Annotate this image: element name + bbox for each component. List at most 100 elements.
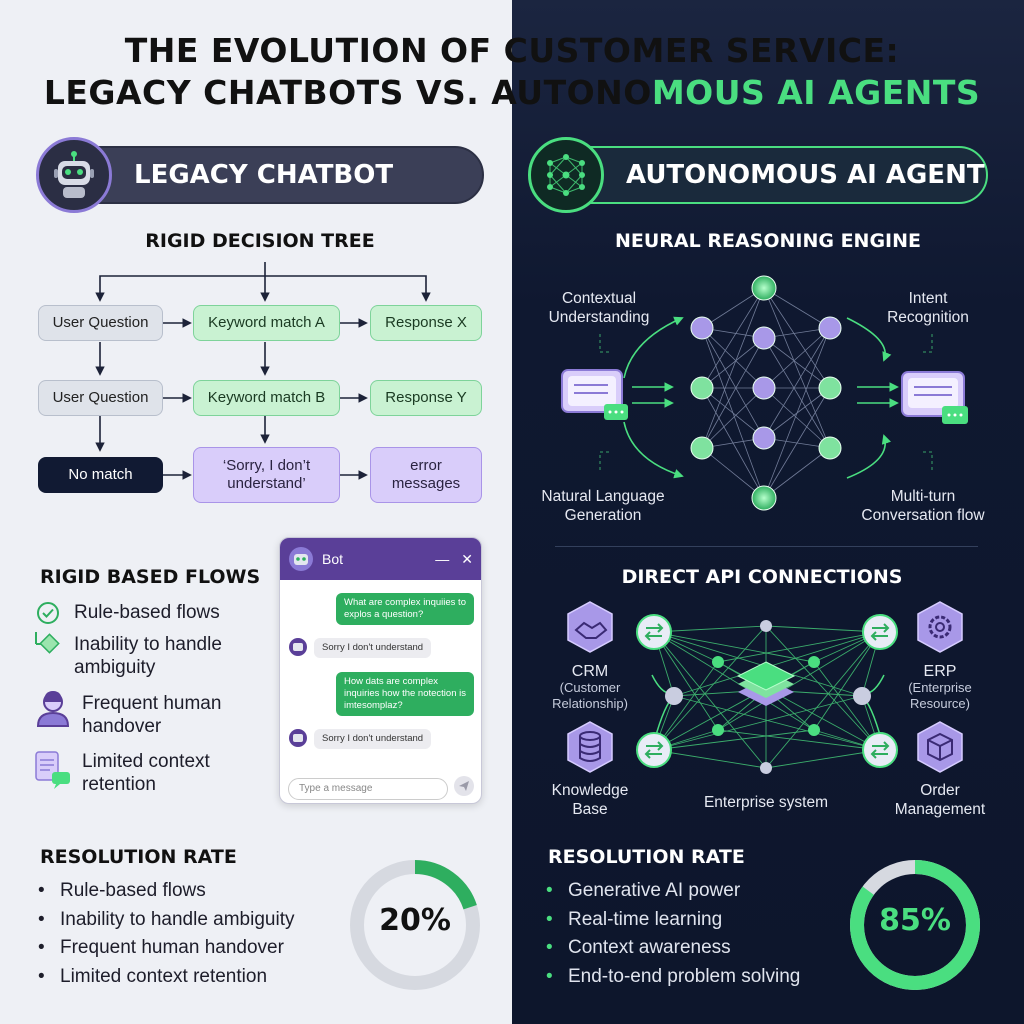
tree-node-no-match: No match (38, 457, 163, 493)
label-nlg: Natural Language Generation (541, 488, 665, 524)
title-line-2b: MOUS AI AGENTS (651, 73, 981, 112)
right-resolution-title: RESOLUTION RATE (548, 846, 745, 868)
api-hub-node (760, 762, 772, 774)
swap-arrows-icon (636, 614, 672, 650)
decision-tree-connectors (95, 262, 431, 480)
api-crm-label: CRM (571, 663, 609, 680)
right-bullet-1: Generative AI power (546, 877, 800, 906)
send-icon[interactable] (454, 776, 474, 796)
api-connections-title: DIRECT API CONNECTIONS (621, 566, 903, 588)
api-crm-sub: (Customer Relationship) (552, 680, 628, 711)
ai-agent-header: AUTONOMOUS AI AGENT (528, 137, 988, 213)
database-icon (567, 721, 613, 773)
left-bullet-1: Rule-based flows (38, 877, 294, 906)
bot-reply-2: Sorry I don't understand (314, 729, 432, 749)
decision-tree-title: RIGID DECISION TREE (145, 230, 375, 252)
title-line-1: THE EVOLUTION OF CUSTOMER SERVICE: (124, 31, 900, 70)
robot-icon (36, 137, 112, 213)
chat-message-input[interactable]: Type a message (288, 778, 448, 800)
ai-agent-title: AUTONOMOUS AI AGENT (626, 160, 985, 190)
neural-node (818, 376, 842, 400)
user-message-1: What are complex inquiies to explos a qu… (336, 593, 474, 625)
neural-node (818, 316, 842, 340)
neural-node (751, 275, 777, 301)
api-hub-node (808, 724, 820, 736)
neural-node (690, 376, 714, 400)
layers-icon (736, 661, 796, 706)
right-donut-fill (850, 860, 980, 990)
tree-node-keyword-b: Keyword match B (193, 380, 340, 416)
right-bullet-4: End-to-end problem solving (546, 963, 800, 992)
right-rate-value: 85% (879, 903, 951, 938)
feature-human-handover: Frequent human handover (82, 693, 222, 737)
neural-node (751, 485, 777, 511)
right-bullet-3: Context awareness (546, 934, 800, 963)
api-hub-node (760, 620, 772, 632)
label-contextual-understanding: Contextual Understanding (548, 290, 650, 326)
swap-arrows-icon (862, 732, 898, 768)
handshake-icon (567, 601, 613, 653)
swap-arrows-icon (862, 614, 898, 650)
feature-context-retention: Limited context retention (82, 751, 210, 795)
check-circle-icon (37, 602, 59, 624)
tree-node-user-question-1: User Question (38, 305, 163, 341)
tree-node-user-question-2: User Question (38, 380, 163, 416)
feature-ambiguity: Inability to handle ambiguity (74, 634, 222, 678)
neural-node (752, 326, 776, 350)
rigid-flows-title: RIGID BASED FLOWS (40, 566, 261, 588)
api-hub-node (853, 687, 871, 705)
page-title: THE EVOLUTION OF CUSTOMER SERVICE: LEGAC… (0, 30, 1024, 114)
api-network-diagram (567, 601, 963, 774)
neural-node (690, 316, 714, 340)
neural-brain-icon (528, 137, 604, 213)
api-erp-sub: (Enterprise Resource) (908, 680, 972, 711)
api-hub-node (712, 656, 724, 668)
left-bullet-3: Frequent human handover (38, 934, 294, 963)
bot-reply-1: Sorry I don't understand (314, 638, 432, 658)
close-icon[interactable]: ✕ (461, 550, 473, 567)
api-erp-label: ERP (923, 663, 957, 680)
neural-node (752, 426, 776, 450)
left-donut-chart (350, 860, 480, 990)
tree-node-sorry: ‘Sorry, I don’t understand’ (193, 447, 340, 503)
api-hub-node (665, 687, 683, 705)
legacy-chatbot-title: LEGACY CHATBOT (134, 160, 394, 190)
api-kb-label: Knowledge Base (551, 782, 629, 818)
right-donut-chart (850, 860, 980, 990)
tree-node-keyword-a: Keyword match A (193, 305, 340, 341)
label-intent-recognition: Intent Recognition (887, 290, 969, 326)
api-hub-node (808, 656, 820, 668)
tree-node-response-y: Response Y (370, 380, 482, 416)
chat-bubble-icon (901, 371, 968, 424)
label-multi-turn: Multi-turn Conversation flow (861, 488, 985, 524)
chat-bubble-icon (561, 369, 628, 420)
gear-icon (917, 601, 963, 653)
bot-avatar-icon (289, 547, 313, 571)
api-enterprise-label: Enterprise system (703, 794, 829, 811)
package-icon (917, 721, 963, 773)
neural-engine-title: NEURAL REASONING ENGINE (614, 230, 922, 252)
neural-network-diagram (561, 275, 968, 511)
neural-node (690, 436, 714, 460)
right-resolution-list: Generative AI power Real-time learning C… (546, 877, 800, 991)
user-message-2: How dats are complex inquiries how the n… (336, 672, 474, 716)
chat-window: Bot — ✕ What are complex inquiies to exp… (279, 537, 482, 804)
user-icon (36, 691, 70, 727)
neural-node (818, 436, 842, 460)
api-hub-node (712, 724, 724, 736)
right-bullet-2: Real-time learning (546, 906, 800, 935)
swap-arrows-icon (636, 732, 672, 768)
left-resolution-title: RESOLUTION RATE (40, 846, 237, 868)
chat-title: Bot (322, 551, 344, 567)
tree-node-response-x: Response X (370, 305, 482, 341)
chat-header: Bot — ✕ (280, 538, 481, 580)
section-divider (555, 546, 978, 547)
diamond-icon (35, 632, 60, 654)
left-bullet-4: Limited context retention (38, 963, 294, 992)
minimize-icon[interactable]: — (435, 551, 450, 567)
left-rate-value: 20% (379, 903, 451, 938)
neural-node (752, 376, 776, 400)
feature-rule-based: Rule-based flows (74, 602, 220, 623)
chat-body: What are complex inquiies to explos a qu… (280, 580, 481, 803)
title-line-2a: LEGACY CHATBOTS VS. AUTONO (43, 73, 652, 112)
